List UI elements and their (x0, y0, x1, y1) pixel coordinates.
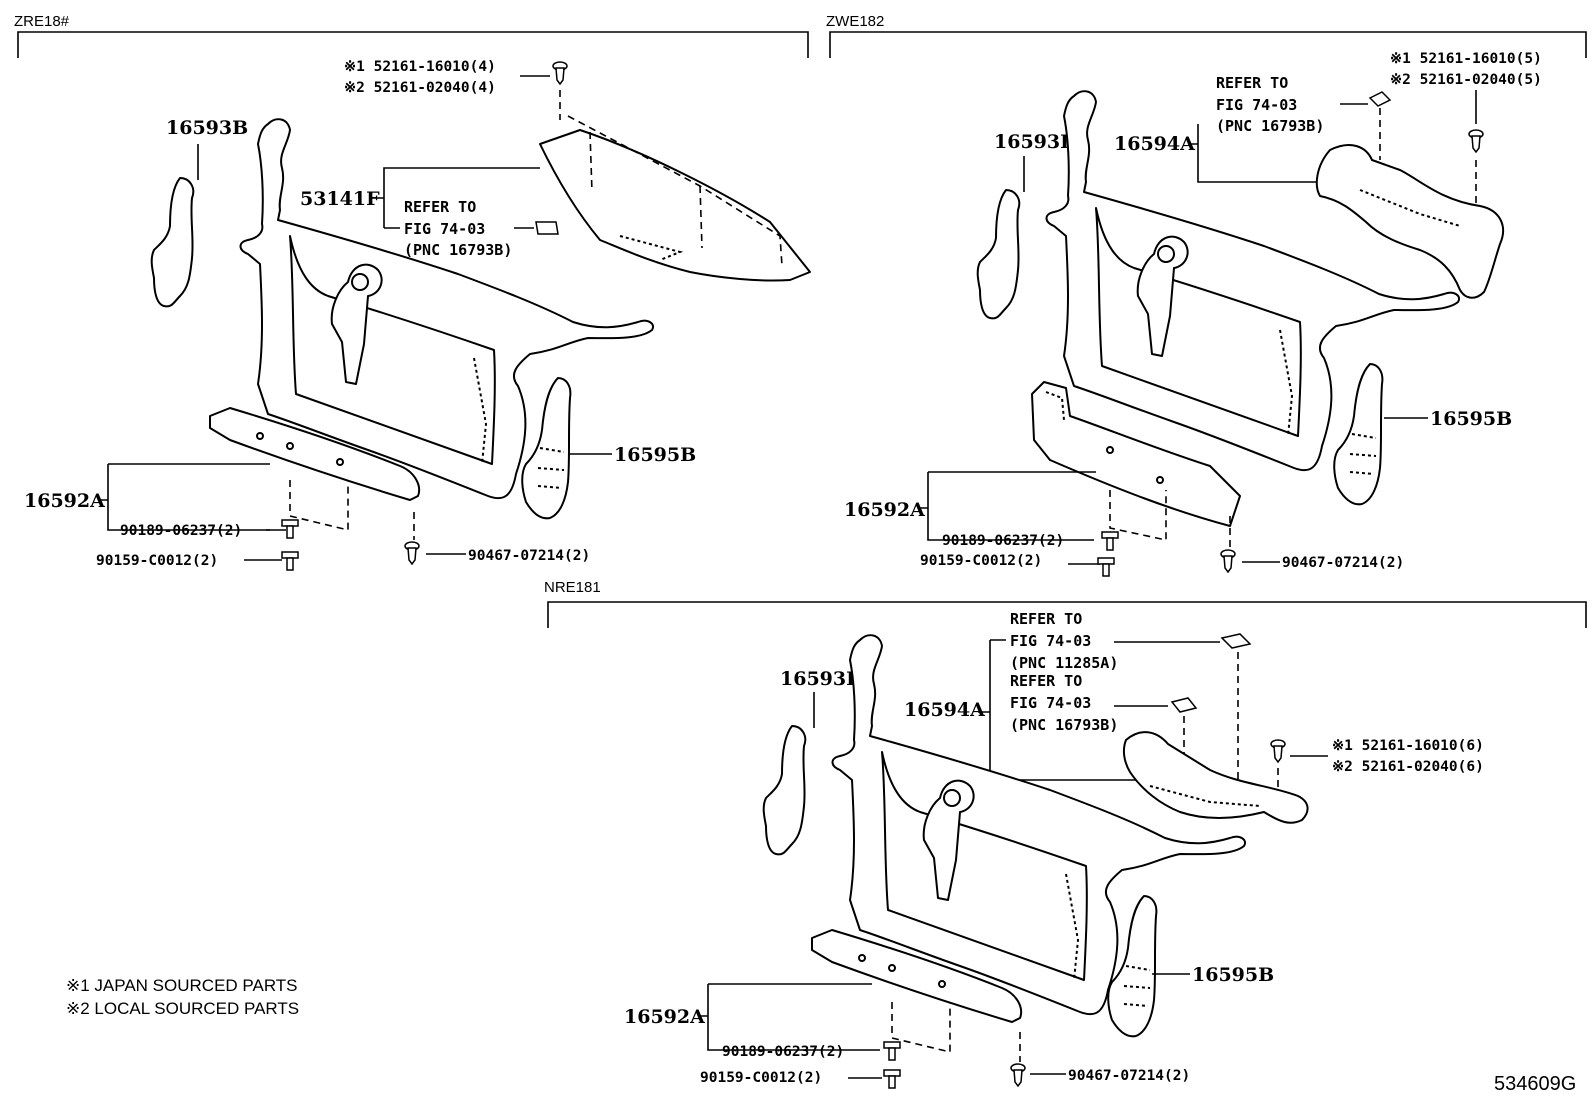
radiator-support-frame (1045, 90, 1461, 472)
variant-label-zwe182: ZWE182 (826, 13, 884, 30)
bolt-callout-2: 90159-C0012(2) (700, 1070, 822, 1086)
clip-icon (1220, 549, 1236, 573)
refer-line-1: REFER TO (404, 198, 476, 216)
bolt-callout-1: 90189-06237(2) (120, 523, 242, 539)
clip-callout-nre-2: ※2 52161-02040(6) (1332, 759, 1484, 775)
refer-b-line-1: REFER TO (1010, 672, 1082, 690)
right-seal-16595b (521, 377, 572, 520)
part-label-16593b: 16593B (166, 117, 248, 139)
part-label-16592a: 16592A (624, 1006, 705, 1028)
refer-line-3: (PNC 16793B) (404, 241, 512, 259)
group-zwe182: ZWE182 ※1 52161-16010(5) ※2 52161-02040(… (826, 13, 1587, 577)
bolt-callout-3: 90467-07214(2) (1068, 1068, 1190, 1084)
part-label-16595b: 16595B (614, 444, 696, 466)
clip-callout-zre-1: ※1 52161-16010(4) (344, 59, 496, 75)
bolt-callout-3: 90467-07214(2) (1282, 555, 1404, 571)
clip-icon (552, 61, 568, 85)
part-label-16592a: 16592A (844, 499, 925, 521)
part-label-16595b: 16595B (1430, 408, 1512, 430)
variant-label-nre181: NRE181 (544, 579, 601, 596)
bolt-callout-2: 90159-C0012(2) (920, 553, 1042, 569)
bolt-icon (281, 551, 299, 571)
clip-callout-zwe-1: ※1 52161-16010(5) (1390, 51, 1542, 67)
refer-line-3: (PNC 16793B) (1216, 117, 1324, 135)
clip-icon (1270, 739, 1286, 763)
bolt-icon (281, 519, 299, 539)
clip-callout-zwe-2: ※2 52161-02040(5) (1390, 72, 1542, 88)
refer-line-2: FIG 74-03 (1216, 96, 1297, 114)
right-seal-16595b (1333, 363, 1384, 506)
note-local-sourced: ※2 LOCAL SOURCED PARTS (66, 999, 299, 1018)
clip-icon (1468, 129, 1484, 153)
bolt-callout-2: 90159-C0012(2) (96, 553, 218, 569)
left-seal-16593b (150, 177, 195, 308)
clip-callout-nre-1: ※1 52161-16010(6) (1332, 738, 1484, 754)
part-label-16594a: 16594A (904, 699, 985, 721)
clip-callout-zre-2: ※2 52161-02040(4) (344, 80, 496, 96)
clip-icon (1010, 1063, 1026, 1087)
air-duct-16594a (1122, 731, 1309, 824)
left-seal-16593b (976, 189, 1021, 320)
refer-b-line-3: (PNC 16793B) (1010, 716, 1118, 734)
bolt-callout-3: 90467-07214(2) (468, 548, 590, 564)
diagram-code: 534609G (1494, 1073, 1576, 1095)
note-japan-sourced: ※1 JAPAN SOURCED PARTS (66, 976, 298, 995)
bolt-icon (1097, 557, 1115, 577)
group-nre181: NRE181 REFER TO FIG 74-03 (PNC 11285A) R… (544, 579, 1587, 1089)
refer-a-line-3: (PNC 11285A) (1010, 654, 1118, 672)
lower-brace-16592a (1031, 381, 1241, 527)
refer-line-2: FIG 74-03 (404, 220, 485, 238)
refer-a-line-2: FIG 74-03 (1010, 632, 1091, 650)
part-label-16595b: 16595B (1192, 964, 1274, 986)
part-label-16593b: 16593B (780, 668, 862, 690)
bolt-callout-1: 90189-06237(2) (722, 1044, 844, 1060)
part-label-53141f: 53141F (300, 188, 380, 210)
group-zre18: ZRE18# ※1 52161-16010(4) ※2 52161-02040(… (14, 13, 811, 571)
bolt-icon (1101, 531, 1119, 551)
refer-line-1: REFER TO (1216, 74, 1288, 92)
part-label-16592a: 16592A (24, 490, 105, 512)
bolt-callout-1: 90189-06237(2) (942, 533, 1064, 549)
refer-a-line-1: REFER TO (1010, 610, 1082, 628)
upper-cover-53141f (539, 129, 811, 282)
bolt-icon (883, 1041, 901, 1061)
part-label-16593b: 16593B (994, 131, 1076, 153)
variant-label-zre18: ZRE18# (14, 13, 70, 30)
air-duct-16594a (1315, 144, 1505, 299)
part-label-16594a: 16594A (1114, 133, 1195, 155)
bolt-icon (883, 1069, 901, 1089)
refer-b-line-2: FIG 74-03 (1010, 694, 1091, 712)
left-seal-16593b (762, 725, 807, 856)
clip-icon (404, 541, 420, 565)
